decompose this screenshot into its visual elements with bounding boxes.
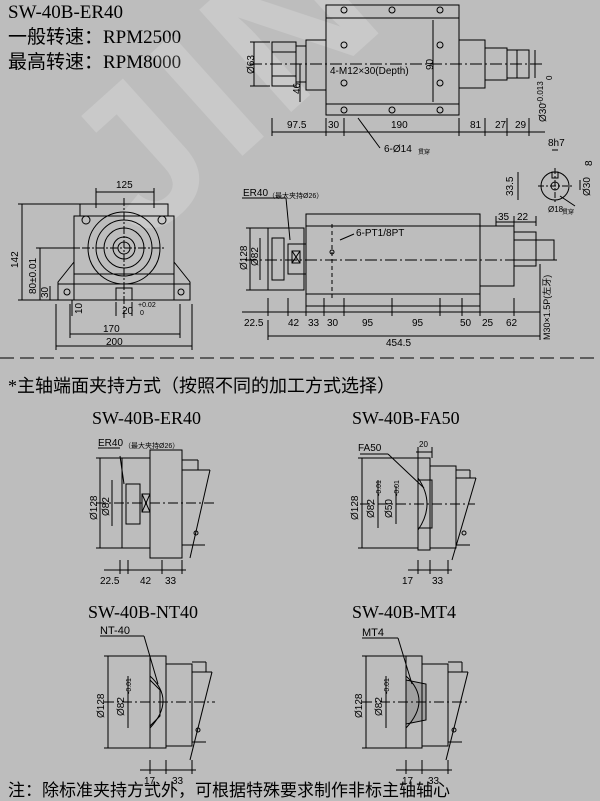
- dim-125: 125: [116, 180, 133, 191]
- side-33: 33: [308, 318, 320, 329]
- side-95-a: 95: [362, 318, 374, 329]
- variant-fa50-drawing: [358, 447, 477, 574]
- dim-30-front: 30: [40, 286, 51, 298]
- side-22: 22: [517, 212, 529, 223]
- v1-d128: Ø128: [89, 495, 100, 520]
- dim-20: 20: [122, 306, 134, 317]
- variant-title-mt4: SW-40B-MT4: [352, 602, 457, 622]
- side-50: 50: [460, 318, 472, 329]
- dim-d30-shaft: Ø30: [538, 103, 549, 122]
- dim-d18: Ø18: [548, 205, 564, 214]
- v2-d50-tol: -0.01: [394, 480, 401, 496]
- section-title: *主轴端面夹持方式（按照不同的加工方式选择）: [8, 376, 395, 396]
- side-d128: Ø128: [239, 245, 250, 270]
- dim-200: 200: [106, 337, 123, 348]
- side-35: 35: [498, 212, 510, 223]
- v4-d82-tol: -0.01: [384, 678, 391, 694]
- dim-190: 190: [391, 120, 408, 131]
- dim-142: 142: [10, 251, 21, 268]
- side-er40-note: （最大夹持Ø26）: [268, 193, 324, 200]
- v2-d128: Ø128: [350, 495, 361, 520]
- dim-8: 8: [584, 160, 595, 166]
- dim-46: 46: [292, 82, 303, 94]
- dim-tol-lower: 0: [545, 75, 554, 80]
- dim-d63: Ø63: [246, 55, 257, 74]
- v3-33: 33: [172, 776, 184, 787]
- v3-tag: NT-40: [100, 625, 130, 637]
- side-d82: Ø82: [250, 247, 261, 266]
- model-title: SW-40B-ER40: [8, 2, 124, 23]
- v3-d82-tol: -0.01: [126, 678, 133, 694]
- footnote: 注：除标准夹持方式外，可根据特殊要求制作非标主轴轴心: [8, 781, 450, 800]
- dim-through-2: 贯穿: [562, 210, 575, 216]
- v2-d82-tol: -0.01: [376, 480, 383, 496]
- v2-d82: Ø82: [366, 499, 377, 518]
- side-thread: M30×1.5P(左牙): [542, 274, 552, 340]
- v2-d50: Ø50: [384, 499, 395, 518]
- v1-d82: Ø82: [101, 497, 112, 516]
- normal-speed: 一般转速：RPM2500: [8, 27, 182, 48]
- dim-80: 80±0.01: [28, 257, 39, 294]
- dim-20-tol-up: +0.02: [138, 302, 156, 309]
- variant-title-er40: SW-40B-ER40: [92, 408, 202, 428]
- side-62: 62: [506, 318, 518, 329]
- dim-10: 10: [74, 302, 85, 314]
- dim-30-top: 30: [328, 120, 340, 131]
- v3-d128: Ø128: [96, 693, 107, 718]
- v1-33: 33: [165, 576, 177, 587]
- variant-title-fa50: SW-40B-FA50: [352, 408, 460, 428]
- max-speed: 最高转速：RPM8000: [8, 52, 182, 73]
- dim-97-5: 97.5: [287, 120, 307, 131]
- v3-17: 17: [144, 776, 156, 787]
- v2-33: 33: [432, 576, 444, 587]
- side-42: 42: [288, 318, 300, 329]
- side-view-drawing: [242, 197, 560, 340]
- v2-20: 20: [419, 440, 428, 449]
- dim-tapped-holes: 4-M12×30(Depth): [330, 66, 409, 77]
- dim-20-tol-low: 0: [140, 310, 144, 317]
- variant-title-nt40: SW-40B-NT40: [88, 602, 198, 622]
- v4-d128: Ø128: [354, 693, 365, 718]
- v2-17: 17: [402, 576, 414, 587]
- dim-90: 90: [425, 58, 436, 70]
- dim-29: 29: [515, 120, 527, 131]
- dim-tol-upper: -0.013: [536, 81, 545, 104]
- dim-81: 81: [470, 120, 482, 131]
- side-25: 25: [482, 318, 494, 329]
- v2-tag: FA50: [358, 443, 382, 454]
- variant-mt4-drawing: [362, 637, 470, 774]
- front-view-drawing: [18, 188, 193, 350]
- side-er40-label: ER40: [243, 188, 269, 199]
- v4-17: 17: [402, 776, 414, 787]
- side-22-5: 22.5: [244, 318, 264, 329]
- v1-tag: ER40: [98, 438, 124, 449]
- dim-33-5: 33.5: [505, 176, 516, 196]
- variant-er40-drawing: [96, 447, 215, 574]
- dim-27: 27: [495, 120, 507, 131]
- variant-nt40-drawing: [100, 635, 215, 774]
- v4-d82: Ø82: [374, 697, 385, 716]
- side-95-b: 95: [412, 318, 424, 329]
- dim-170: 170: [103, 324, 120, 335]
- v1-22-5: 22.5: [100, 576, 120, 587]
- side-30: 30: [327, 318, 339, 329]
- dim-8h7: 8h7: [548, 138, 565, 149]
- dim-d30-end: Ø30: [582, 177, 593, 196]
- dim-through-1: 贯穿: [418, 150, 431, 156]
- v1-tag-note: （最大夹持Ø26）: [124, 443, 180, 450]
- side-454-5: 454.5: [386, 338, 412, 349]
- v4-33: 33: [428, 776, 440, 787]
- dim-6-d14: 6-Ø14: [384, 144, 412, 155]
- v3-d82: Ø82: [116, 697, 127, 716]
- top-view-drawing: [250, 4, 581, 207]
- v4-tag: MT4: [362, 627, 384, 639]
- v1-42: 42: [140, 576, 152, 587]
- side-pt-port: 6-PT1/8PT: [356, 228, 405, 239]
